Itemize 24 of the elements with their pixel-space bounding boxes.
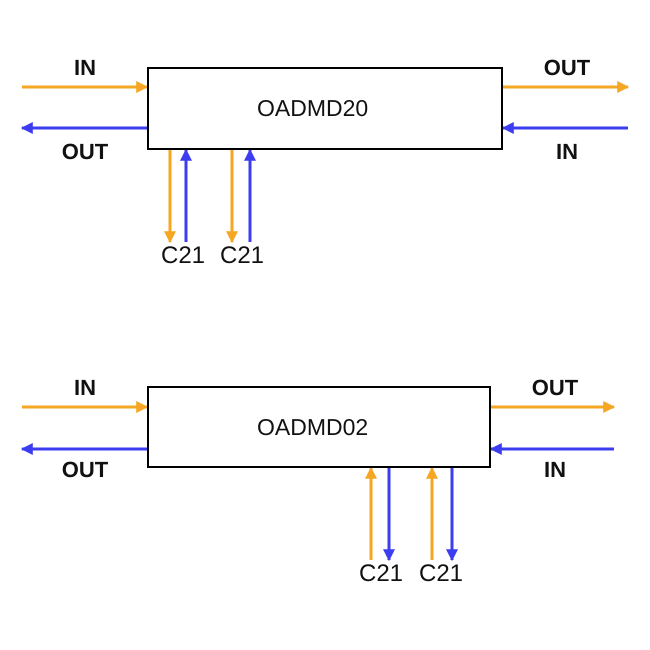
- arrow: [503, 81, 630, 93]
- arrow: [244, 148, 256, 242]
- arrow: [446, 468, 458, 562]
- device-box: [147, 386, 491, 468]
- port-label: C21: [160, 242, 206, 270]
- arrow: [20, 122, 147, 134]
- device-label: OADMD02: [257, 414, 368, 440]
- arrow: [502, 122, 628, 134]
- arrow: [20, 443, 147, 455]
- arrow: [164, 150, 176, 244]
- port-label: C21: [418, 560, 464, 588]
- port-label: C21: [220, 242, 264, 270]
- arrow: [22, 401, 148, 413]
- port-label: C21: [358, 560, 404, 588]
- arrow: [383, 468, 395, 562]
- arrow: [490, 443, 614, 455]
- arrow: [491, 401, 616, 413]
- arrow: [426, 466, 438, 560]
- device-box: [147, 67, 503, 150]
- arrow: [226, 150, 238, 244]
- arrow: [22, 81, 148, 93]
- arrow: [180, 148, 192, 242]
- arrow: [365, 466, 377, 560]
- device-label: OADMD20: [257, 95, 368, 122]
